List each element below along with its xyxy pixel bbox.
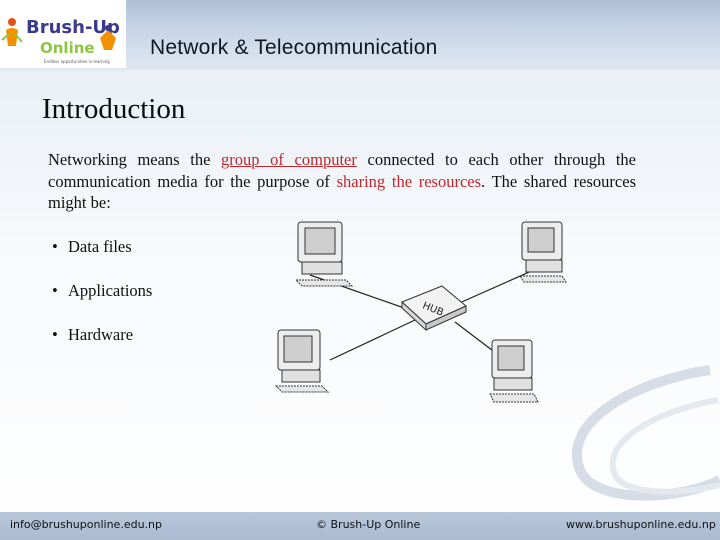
- footer-email: info@brushuponline.edu.np: [10, 518, 162, 531]
- cable-bottom-left: [329, 319, 416, 361]
- highlight-group-of-computer: group of computer: [221, 150, 357, 169]
- decorative-swirl: [572, 365, 720, 501]
- logo-tagline: Endless opportunities in learning: [44, 59, 110, 64]
- list-item: •Hardware: [52, 325, 134, 344]
- list-item: •Data files: [52, 237, 132, 256]
- computer-icon: [274, 329, 330, 393]
- network-hub-diagram: HUB: [274, 221, 567, 403]
- hub-icon: HUB: [401, 285, 467, 332]
- footer-band: info@brushuponline.edu.np © Brush-Up Onl…: [0, 512, 720, 540]
- highlight-sharing-resources: sharing the resources: [336, 171, 482, 191]
- logo-brand-line2: Online: [40, 39, 95, 57]
- header-band: Brush-Up Online Endless opportunities in…: [0, 0, 720, 70]
- computer-icon: [489, 339, 539, 403]
- list-item: •Applications: [52, 281, 153, 300]
- list-item-label: Data files: [68, 237, 132, 256]
- logo-brand-line1: Brush-Up: [26, 17, 120, 38]
- computer-icon: [294, 221, 354, 287]
- list-item-label: Hardware: [68, 325, 134, 344]
- paragraph-text-2: connected to each other through the comm…: [48, 150, 636, 191]
- paragraph-text-3: . The shared resources might be:: [48, 171, 636, 213]
- intro-paragraph: Networking means the group of computer c…: [48, 149, 636, 214]
- slide-title: Network & Telecommunication: [150, 36, 438, 59]
- paragraph-text-1: Networking means the: [48, 150, 222, 169]
- logo-graphic: Brush-Up Online Endless opportunities in…: [1, 17, 120, 64]
- section-heading: Introduction: [42, 93, 186, 125]
- footer-copyright: © Brush-Up Online: [316, 518, 421, 531]
- resource-list: •Data files •Applications •Hardware: [52, 236, 152, 368]
- brush-up-online-logo: Brush-Up Online Endless opportunities in…: [0, 0, 126, 68]
- computer-icon: [519, 221, 567, 283]
- footer-website: www.brushuponline.edu.np: [566, 518, 716, 531]
- list-item-label: Applications: [68, 281, 153, 300]
